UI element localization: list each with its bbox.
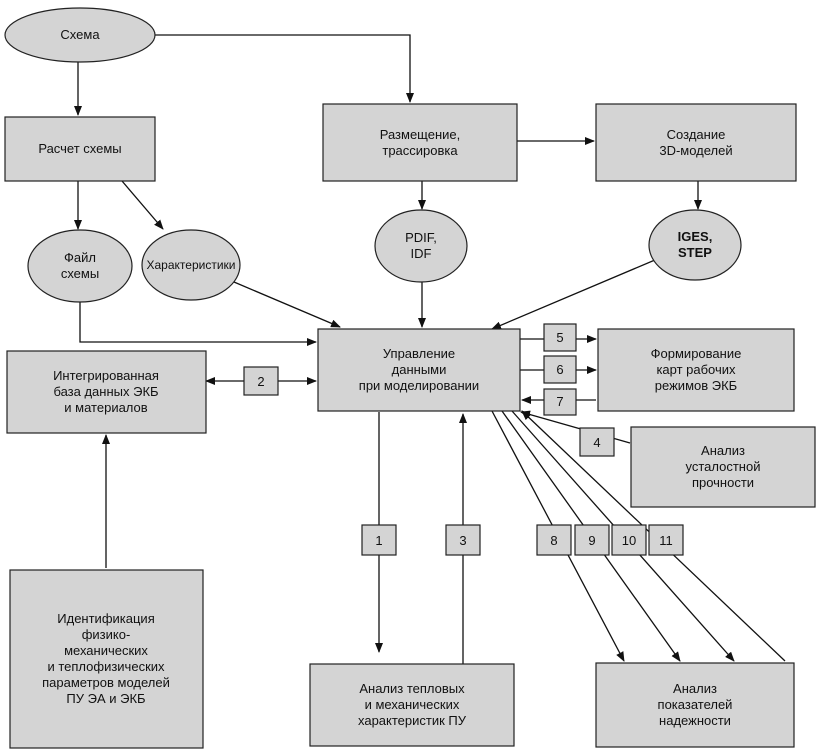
node-iges: IGES,STEP <box>648 209 742 281</box>
svg-text:5: 5 <box>556 330 563 345</box>
edge-chars-mgmt <box>233 281 341 328</box>
badge-7: 7 <box>543 388 577 416</box>
badge-3: 3 <box>445 524 481 556</box>
edge-file-mgmt <box>79 302 317 346</box>
node-placement: Размещение,трассировка <box>322 103 518 182</box>
badge-4: 4 <box>579 427 615 457</box>
svg-text:PDIF,IDF: PDIF,IDF <box>405 230 437 261</box>
svg-text:4: 4 <box>593 435 600 450</box>
badge-5: 5 <box>543 323 577 352</box>
svg-text:2: 2 <box>257 374 264 389</box>
node-pdif: PDIF,IDF <box>374 209 468 283</box>
badge-9: 9 <box>574 524 610 556</box>
badge-6: 6 <box>543 355 577 384</box>
svg-text:1: 1 <box>375 533 382 548</box>
svg-text:7: 7 <box>556 394 563 409</box>
svg-text:Схема: Схема <box>60 27 100 42</box>
svg-text:8: 8 <box>550 533 557 548</box>
svg-text:Характеристики: Характеристики <box>147 258 236 272</box>
badge-8: 8 <box>536 524 572 556</box>
svg-text:10: 10 <box>622 533 636 548</box>
node-calc: Расчет схемы <box>4 116 156 182</box>
badge-11: 11 <box>648 524 684 556</box>
edge-iges-mgmt <box>491 256 663 330</box>
svg-text:6: 6 <box>556 362 563 377</box>
svg-text:9: 9 <box>588 533 595 548</box>
svg-text:IGES,STEP: IGES,STEP <box>678 229 713 260</box>
edge-schema-placement <box>155 34 414 103</box>
badge-1: 1 <box>361 524 397 556</box>
svg-text:Расчет схемы: Расчет схемы <box>38 141 121 156</box>
node-schema: Схема <box>4 7 156 63</box>
svg-text:3: 3 <box>459 533 466 548</box>
badge-2: 2 <box>243 366 279 396</box>
svg-text:Размещение,трассировка: Размещение,трассировка <box>380 127 461 158</box>
badge-10: 10 <box>611 524 647 556</box>
node-chars: Характеристики <box>141 229 241 301</box>
svg-text:11: 11 <box>659 533 673 548</box>
edge-calc-chars <box>121 180 164 230</box>
